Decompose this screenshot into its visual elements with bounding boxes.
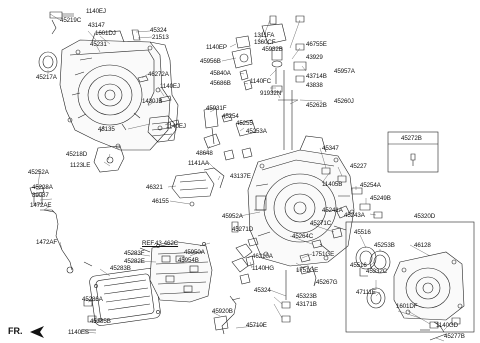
callout-45253B: 45253B: [374, 242, 395, 249]
callout-46272A: 46272A: [148, 71, 169, 78]
callout-45954B: 45954B: [178, 257, 199, 264]
callout-1140FC: 1140FC: [250, 78, 271, 85]
callout-45218D: 45218D: [66, 151, 88, 158]
callout-1140GD: 1140GD: [436, 322, 458, 329]
callout-48648: 48648: [196, 150, 213, 157]
callout-43171B: 43171B: [296, 301, 317, 308]
callout-1472AE: 1472AE: [30, 202, 52, 209]
callout-43714B: 43714B: [306, 73, 327, 80]
callout-46755E: 46755E: [306, 41, 327, 48]
callout-45332C: 45332C: [366, 268, 388, 275]
callout-45271D: 45271D: [232, 226, 254, 233]
callout-1123LE: 1123LE: [70, 162, 91, 169]
callout-1360CF: 1360CF: [254, 39, 276, 46]
callout-45956B: 45956B: [200, 58, 221, 65]
callout-45840A: 45840A: [210, 70, 231, 77]
front-arrow-icon: [30, 326, 44, 338]
callout-45931F: 45931F: [206, 105, 227, 112]
callout-45324: 45324: [150, 27, 167, 34]
callout-1601DF: 1601DF: [396, 303, 418, 310]
callout-45260J: 45260J: [334, 98, 354, 105]
callout-11405B: 11405B: [322, 181, 343, 188]
callout-43929: 43929: [306, 54, 323, 61]
callout-45249B: 45249B: [370, 195, 391, 202]
callout-45228A: 45228A: [32, 184, 53, 191]
callout-43137E: 43137E: [230, 173, 251, 180]
callout-45243A: 45243A: [344, 212, 365, 219]
callout-1141AA: 1141AA: [188, 160, 209, 167]
callout-1601DJ: 1601DJ: [95, 30, 116, 37]
callout-45283F: 45283F: [124, 250, 145, 257]
callout-45219C: 45219C: [60, 17, 82, 24]
callout-45217A: 45217A: [36, 74, 57, 81]
reference-label: REF.43-462C: [142, 240, 179, 247]
callout-45262B: 45262B: [306, 102, 327, 109]
callout-1140EP: 1140EP: [206, 44, 227, 51]
callout-45516: 45516: [354, 229, 371, 236]
callout-45324-2: 45324: [254, 287, 271, 294]
callout-1140EJ-3: 1140EJ: [166, 123, 186, 130]
callout-1751GE-2: 1751GE: [296, 267, 319, 274]
callout-45320D: 45320D: [414, 213, 436, 220]
callout-45952A: 45952A: [222, 213, 243, 220]
callout-43838: 43838: [306, 82, 323, 89]
callout-21513: 21513: [152, 34, 169, 41]
callout-45516-2: 45516: [350, 262, 367, 269]
callout-45253A: 45253A: [246, 128, 267, 135]
callout-45227: 45227: [350, 163, 367, 170]
callout-1751GE: 1751GE: [312, 251, 335, 258]
callout-45950A: 45950A: [184, 249, 205, 256]
callout-45241A: 45241A: [322, 207, 343, 214]
callout-43135: 43135: [98, 126, 115, 133]
callout-45957A: 45957A: [334, 68, 355, 75]
callout-1430JB: 1430JB: [142, 98, 163, 105]
callout-43147: 43147: [88, 22, 105, 29]
callout-45271C: 45271C: [310, 220, 332, 227]
valve-body: [149, 241, 213, 303]
callout-45286A: 45286A: [82, 296, 103, 303]
callout-45252A: 45252A: [28, 169, 49, 176]
callout-46155: 46155: [152, 198, 169, 205]
callout-1140EJ-2: 1140EJ: [160, 83, 180, 90]
callout-45686B: 45686B: [210, 80, 231, 87]
callout-91932N: 91932N: [260, 90, 282, 97]
callout-1140EJ: 1140EJ: [86, 8, 106, 15]
callout-45254A: 45254A: [360, 182, 381, 189]
callout-45282E: 45282E: [124, 258, 145, 265]
callout-46321: 46321: [146, 184, 163, 191]
callout-1472AF: 1472AF: [36, 239, 58, 246]
callout-1140HG: 1140HG: [252, 265, 274, 272]
transmission-case: [247, 135, 355, 267]
callout-89087: 89087: [32, 192, 49, 199]
callout-46210A: 46210A: [252, 253, 273, 260]
callout-45285B: 45285B: [90, 318, 111, 325]
callout-45710E: 45710E: [246, 322, 267, 329]
callout-1140ES: 1140ES: [68, 329, 89, 336]
callout-45231: 45231: [90, 41, 107, 48]
callout-45920B: 45920B: [212, 308, 233, 315]
callout-45323B: 45323B: [296, 293, 317, 300]
front-direction-label: FR.: [8, 326, 23, 336]
callout-1311FA: 1311FA: [254, 32, 275, 39]
callout-45264C: 45264C: [292, 233, 314, 240]
callout-45283B: 45283B: [110, 265, 131, 272]
callout-45272B: 45272B: [401, 135, 422, 142]
callout-47111E: 47111E: [356, 289, 376, 296]
callout-45267G: 45267G: [316, 279, 338, 286]
callout-45255: 45255: [236, 120, 253, 127]
converter-housing: [59, 30, 179, 151]
callout-45254: 45254: [222, 113, 239, 120]
callout-45347: 45347: [322, 145, 339, 152]
callout-46128: 46128: [414, 242, 431, 249]
callout-45932B: 45932B: [262, 46, 283, 53]
callout-45277B: 45277B: [444, 333, 465, 340]
